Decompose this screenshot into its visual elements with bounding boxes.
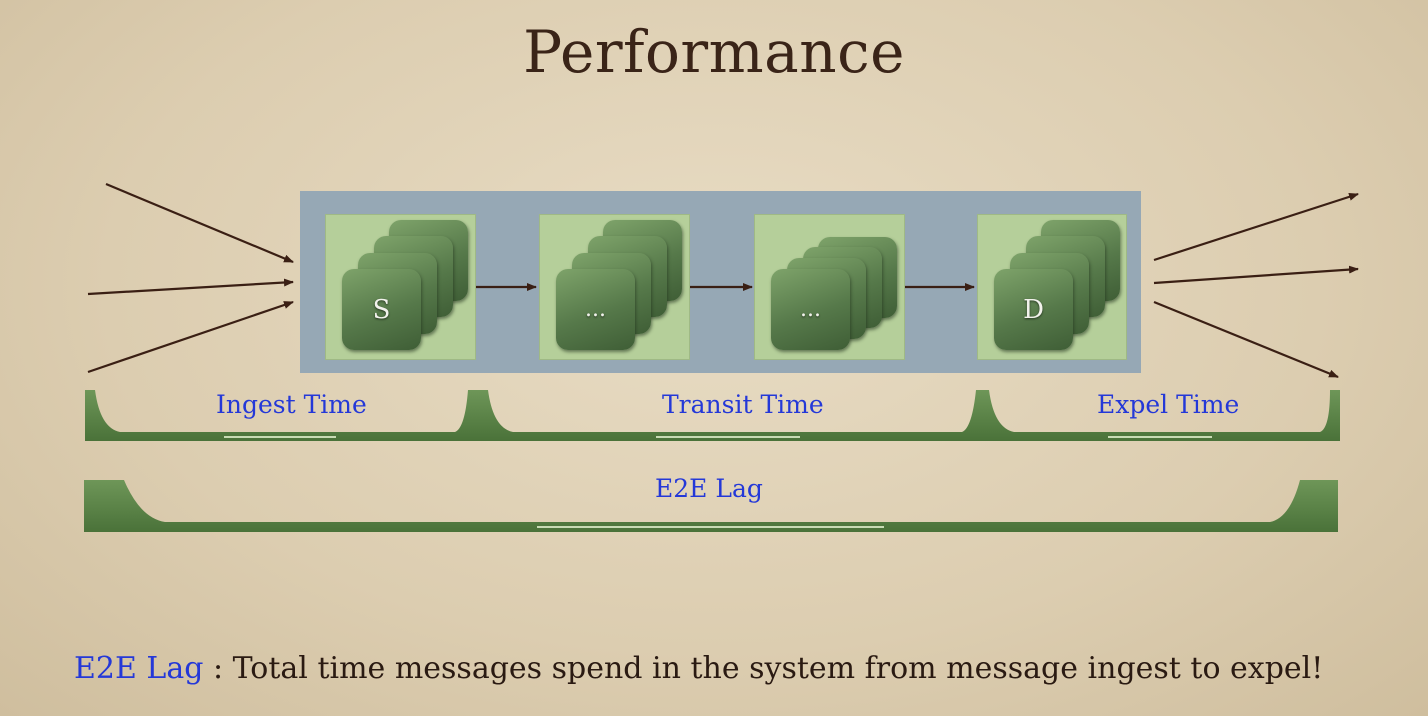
- transit-time-label: Transit Time: [662, 390, 824, 419]
- ingest-time-label: Ingest Time: [216, 390, 367, 419]
- card-source: S: [342, 269, 421, 350]
- incoming-arrow-1: [105, 182, 294, 264]
- e2e-lag-bracket: [84, 480, 1338, 532]
- transit-time-bracket: [478, 390, 979, 441]
- definition-term: E2E Lag: [74, 651, 204, 686]
- outgoing-arrow-3: [1153, 300, 1339, 379]
- outgoing-arrow-2: [1153, 265, 1359, 285]
- incoming-arrow-2: [87, 278, 294, 296]
- stage-source: S: [325, 214, 476, 360]
- stage-transit-2: ...: [754, 214, 905, 360]
- outgoing-arrow-1: [1153, 192, 1359, 262]
- card-label-destination: D: [1023, 294, 1044, 325]
- card-transit-2: ...: [771, 269, 850, 350]
- e2e-lag-label: E2E Lag: [655, 474, 763, 503]
- definition-note: E2E Lag : Total time messages spend in t…: [74, 651, 1323, 686]
- card-transit-1: ...: [556, 269, 635, 350]
- expel-time-label: Expel Time: [1097, 390, 1240, 419]
- stage-transit-1: ...: [539, 214, 690, 360]
- card-label-transit-2: ...: [800, 297, 821, 322]
- slide-title: Performance: [523, 18, 905, 86]
- card-destination: D: [994, 269, 1073, 350]
- stage-destination: D: [977, 214, 1127, 360]
- expel-time-bracket: [979, 390, 1340, 441]
- incoming-arrow-3: [87, 300, 294, 374]
- definition-text: Total time messages spend in the system …: [232, 651, 1324, 686]
- ingest-time-bracket: [85, 390, 478, 441]
- card-label-transit-1: ...: [585, 297, 606, 322]
- card-label-source: S: [372, 294, 391, 325]
- definition-separator: :: [203, 651, 233, 686]
